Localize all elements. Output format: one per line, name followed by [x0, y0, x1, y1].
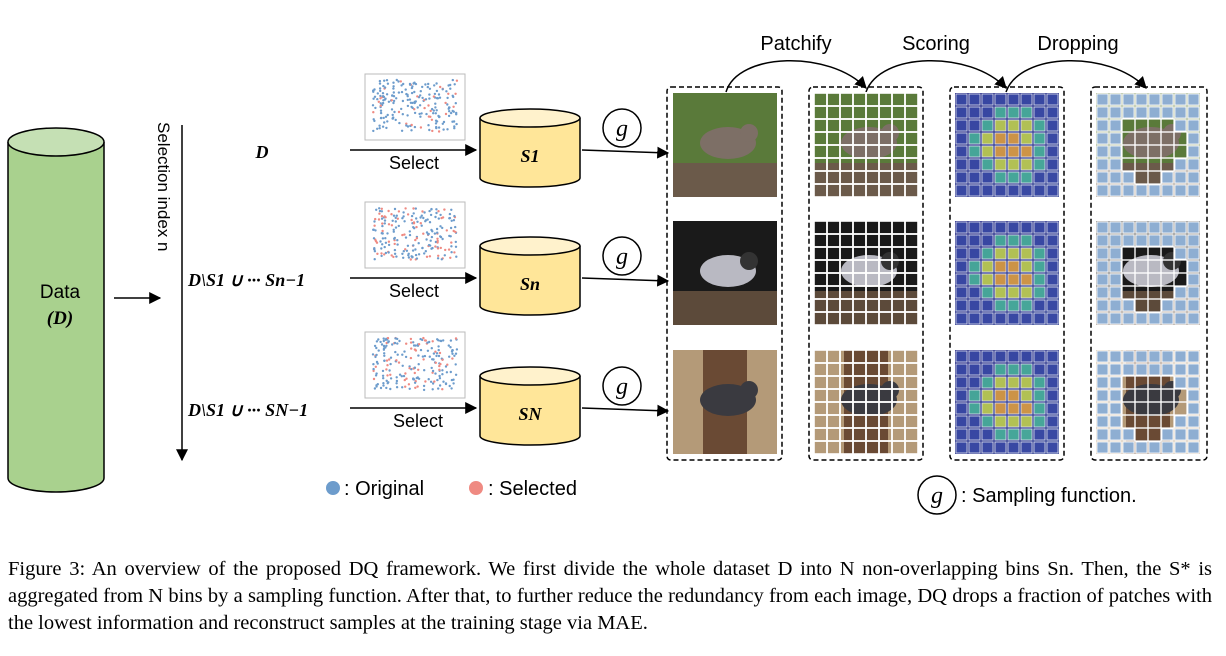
patchified-image	[813, 220, 919, 326]
legend-sampling-symbol	[917, 475, 957, 515]
scoring-column	[949, 86, 1065, 461]
scored-image	[955, 221, 1059, 325]
bin-cylinder: Sn	[479, 236, 581, 316]
patchify-label: Patchify	[760, 33, 831, 55]
select-label: Select	[389, 281, 439, 301]
legend-sampling-label: : Sampling function.	[961, 485, 1137, 507]
patchified-image	[813, 92, 919, 198]
select-label: Select	[393, 411, 443, 431]
caption-text: Figure 3: An overview of the proposed DQ…	[8, 558, 1212, 634]
flow-arcs	[725, 60, 1147, 93]
sampling-function-symbol: g	[602, 366, 642, 406]
figure-caption: Figure 3: An overview of the proposed DQ…	[8, 556, 1212, 637]
original-image	[673, 93, 777, 197]
tsne-scatter-plot	[364, 331, 466, 399]
sampling-g: g	[616, 116, 628, 142]
sampling-function-symbol: g	[602, 108, 642, 148]
select-label: Select	[389, 153, 439, 173]
image-panels	[673, 92, 1200, 455]
scored-image	[955, 350, 1059, 454]
to-image-arrow	[581, 274, 670, 287]
patchified-image	[813, 349, 919, 455]
bin-cylinder: S1	[479, 108, 581, 188]
original-image	[673, 221, 777, 325]
selection-index-label: Selection index n	[154, 122, 173, 251]
sampling-g: g	[616, 374, 628, 400]
sampling-g: g	[616, 244, 628, 270]
bin-cylinder: SN	[479, 366, 581, 446]
legend-selected-dot	[469, 481, 483, 495]
dropped-image	[1096, 93, 1200, 197]
dropping-column	[1090, 86, 1208, 461]
data-label: Data	[40, 282, 81, 303]
row-input-label: D\S1 ∪ ··· SN−1	[187, 400, 308, 420]
bin-label: SN	[518, 404, 542, 424]
tsne-scatter-plot	[364, 73, 466, 141]
dropped-image	[1096, 221, 1200, 325]
patchify-column	[808, 86, 924, 461]
legend-sampling-g: g	[931, 483, 943, 509]
legend-original-dot	[326, 481, 340, 495]
bin-label: S1	[520, 146, 539, 166]
legend-selected-label: : Selected	[488, 478, 577, 500]
tsne-scatter-plot	[364, 201, 466, 269]
row-1: D Select S1 g	[255, 73, 670, 188]
original-images-column	[666, 86, 783, 461]
legend-original-label: : Original	[344, 478, 424, 500]
bin-label: Sn	[520, 274, 540, 294]
to-image-arrow	[581, 146, 670, 159]
row-input-label: D	[255, 142, 269, 162]
dropping-label: Dropping	[1037, 33, 1118, 55]
scoring-label: Scoring	[902, 33, 970, 55]
sampling-function-symbol: g	[602, 236, 642, 276]
original-image	[673, 350, 777, 454]
dataset-cylinder: Data (D)	[7, 127, 105, 493]
data-symbol: (D)	[47, 308, 73, 329]
row-input-label: D\S1 ∪ ··· Sn−1	[187, 270, 305, 290]
dropped-image	[1096, 350, 1200, 454]
scored-image	[955, 93, 1059, 197]
to-image-arrow	[581, 404, 670, 417]
